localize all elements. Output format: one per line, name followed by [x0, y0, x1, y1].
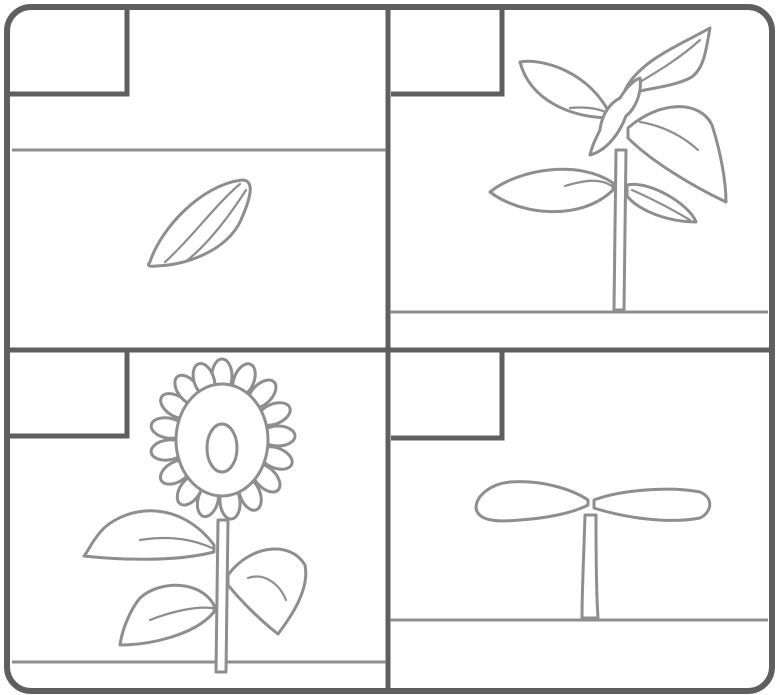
sunflower-center — [207, 424, 237, 472]
